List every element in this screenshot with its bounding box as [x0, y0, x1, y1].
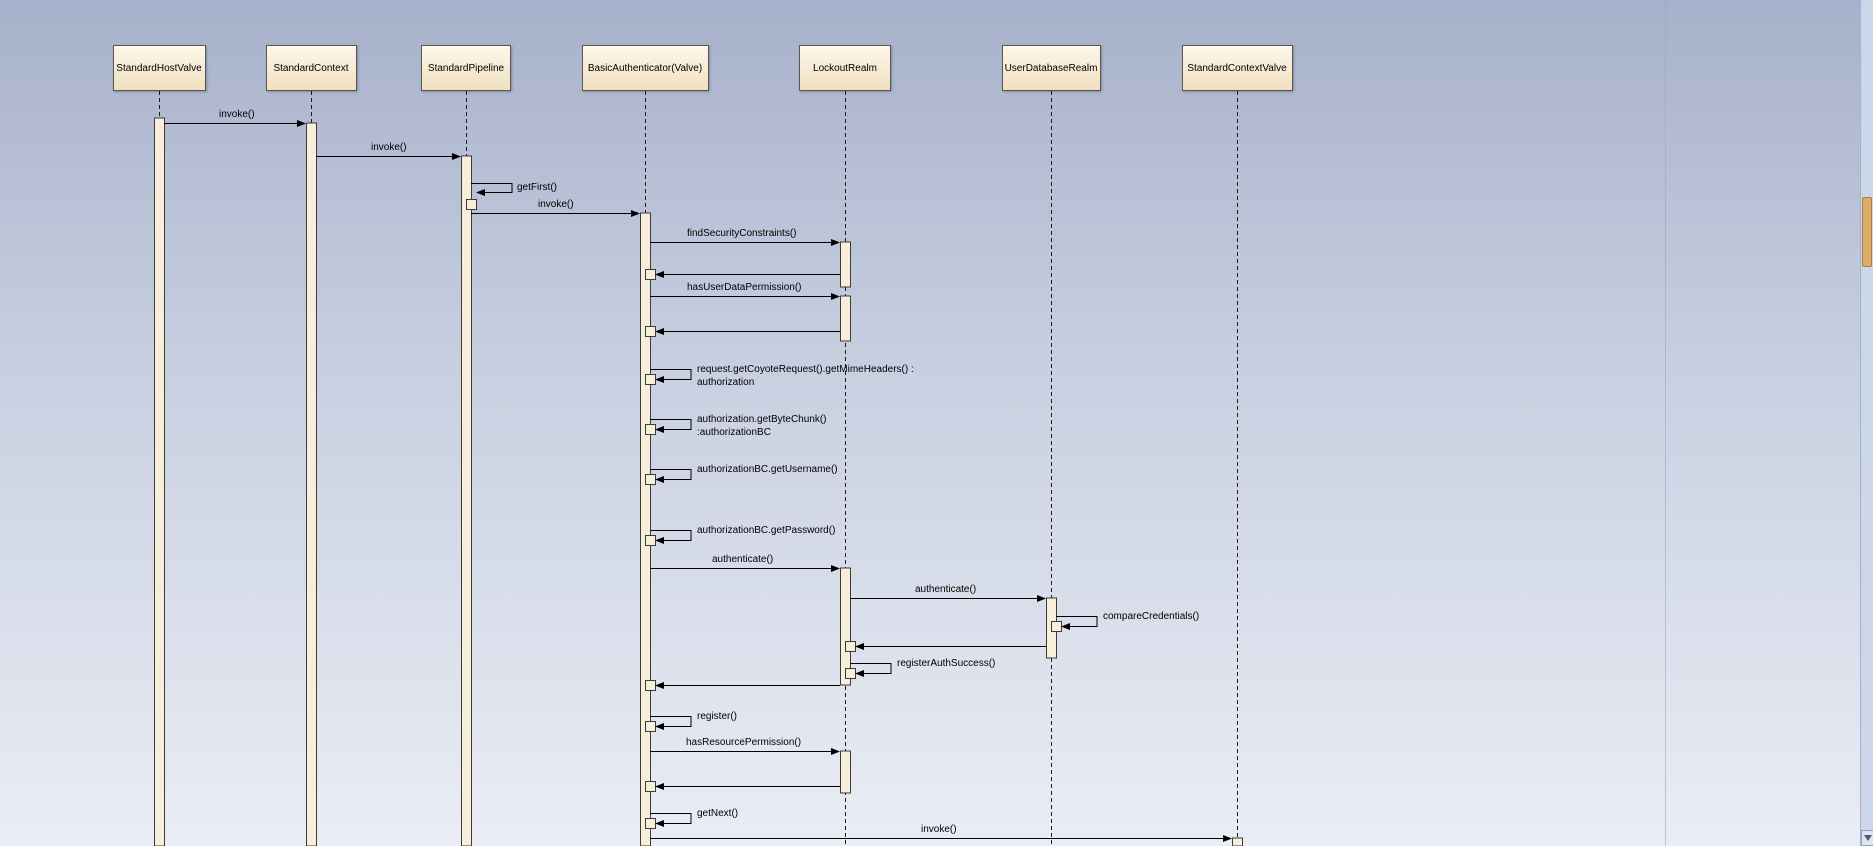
arrowhead-left	[1061, 623, 1070, 630]
nested-activation	[645, 535, 656, 546]
activation-bar	[306, 122, 317, 846]
activation-bar	[840, 567, 851, 686]
scrollbar-down-button[interactable]	[1861, 830, 1873, 846]
nested-activation	[645, 326, 656, 337]
activation-bar	[840, 241, 851, 288]
nested-activation	[645, 424, 656, 435]
self-message-line	[650, 716, 692, 727]
message-label-invoke: invoke()	[538, 199, 574, 210]
activation-bar	[840, 750, 851, 794]
nested-activation	[645, 474, 656, 485]
arrowhead-right	[297, 120, 306, 127]
self-message-line	[650, 530, 692, 541]
message-label-authorizationbc-getpassword: authorizationBC.getPassword()	[697, 525, 836, 536]
nested-activation	[845, 641, 856, 652]
nested-activation	[466, 199, 477, 210]
nested-activation	[645, 818, 656, 829]
arrowhead-right	[831, 239, 840, 246]
participant-basicauthenticator-valve: BasicAuthenticator(Valve)	[581, 45, 709, 91]
message-label-invoke: invoke()	[371, 142, 407, 153]
message-label-comparecredentials: compareCredentials()	[1103, 611, 1200, 622]
arrowhead-left	[855, 643, 864, 650]
self-message-line	[650, 369, 692, 380]
down-arrow-icon	[1863, 835, 1872, 841]
message-label-invoke: invoke()	[219, 109, 255, 120]
arrowhead-left	[655, 783, 664, 790]
page-boundary-line	[1665, 0, 1666, 846]
self-message-line	[471, 183, 513, 193]
nested-activation	[645, 721, 656, 732]
scrollbar-thumb[interactable]	[1862, 197, 1872, 267]
participant-standardcontextvalve: StandardContextValve	[1181, 45, 1293, 91]
message-label-hasresourcepermission: hasResourcePermission()	[686, 737, 802, 748]
activation-bar	[154, 117, 165, 846]
message-label-authorizationbc-getusername: authorizationBC.getUsername()	[697, 464, 838, 475]
nested-activation	[645, 781, 656, 792]
participant-userdatabaserealm: UserDatabaseRealm	[1001, 45, 1101, 91]
arrowhead-left	[855, 670, 864, 677]
message-label-authenticate: authenticate()	[915, 584, 977, 595]
message-label-request-getcoyoterequest-getmimeheaders: request.getCoyoteRequest().getMimeHeader…	[697, 364, 914, 388]
nested-activation	[845, 668, 856, 679]
self-message-line	[650, 419, 692, 430]
participant-lockoutrealm: LockoutRealm	[799, 45, 891, 91]
arrowhead-right	[1037, 595, 1046, 602]
activation-bar	[840, 295, 851, 342]
arrowhead-left	[655, 820, 664, 827]
participant-standardhostvalve: StandardHostValve	[112, 45, 206, 91]
arrowhead-left	[655, 271, 664, 278]
message-label-authorization-getbytechunk: authorization.getByteChunk() :authorizat…	[697, 414, 827, 438]
nested-activation	[645, 680, 656, 691]
nested-activation	[645, 269, 656, 280]
participant-standardpipeline: StandardPipeline	[421, 45, 511, 91]
arrowhead-left	[655, 426, 664, 433]
arrowhead-left	[655, 537, 664, 544]
message-label-findsecurityconstraints: findSecurityConstraints()	[687, 228, 797, 239]
arrowhead-right	[452, 153, 461, 160]
self-message-line	[850, 663, 892, 674]
arrowhead-right	[631, 210, 640, 217]
arrowhead-right	[831, 293, 840, 300]
vertical-scrollbar[interactable]	[1860, 0, 1873, 846]
message-label-invoke: invoke()	[921, 824, 957, 835]
arrowhead-left	[655, 476, 664, 483]
message-label-getnext: getNext()	[697, 808, 739, 819]
arrowhead-left	[655, 723, 664, 730]
message-label-registerauthsuccess: registerAuthSuccess()	[897, 658, 996, 669]
arrowhead-right	[831, 748, 840, 755]
arrowhead-left	[655, 682, 664, 689]
arrowhead-left	[476, 189, 485, 196]
activation-bar	[1232, 837, 1243, 846]
message-label-authenticate: authenticate()	[712, 554, 774, 565]
self-message-line	[650, 469, 692, 480]
activation-bar	[461, 155, 472, 846]
nested-activation	[645, 374, 656, 385]
self-message-line	[1056, 616, 1098, 627]
participant-standardcontext: StandardContext	[265, 45, 357, 91]
arrowhead-right	[831, 565, 840, 572]
activation-bar	[640, 212, 651, 846]
nested-activation	[1051, 621, 1062, 632]
message-label-hasuserdatapermission: hasUserDataPermission()	[687, 282, 802, 293]
message-label-getfirst: getFirst()	[517, 182, 557, 193]
arrowhead-left	[655, 376, 664, 383]
message-label-register: register()	[697, 711, 738, 722]
arrowhead-right	[1223, 835, 1232, 842]
arrowhead-left	[655, 328, 664, 335]
self-message-line	[650, 813, 692, 824]
